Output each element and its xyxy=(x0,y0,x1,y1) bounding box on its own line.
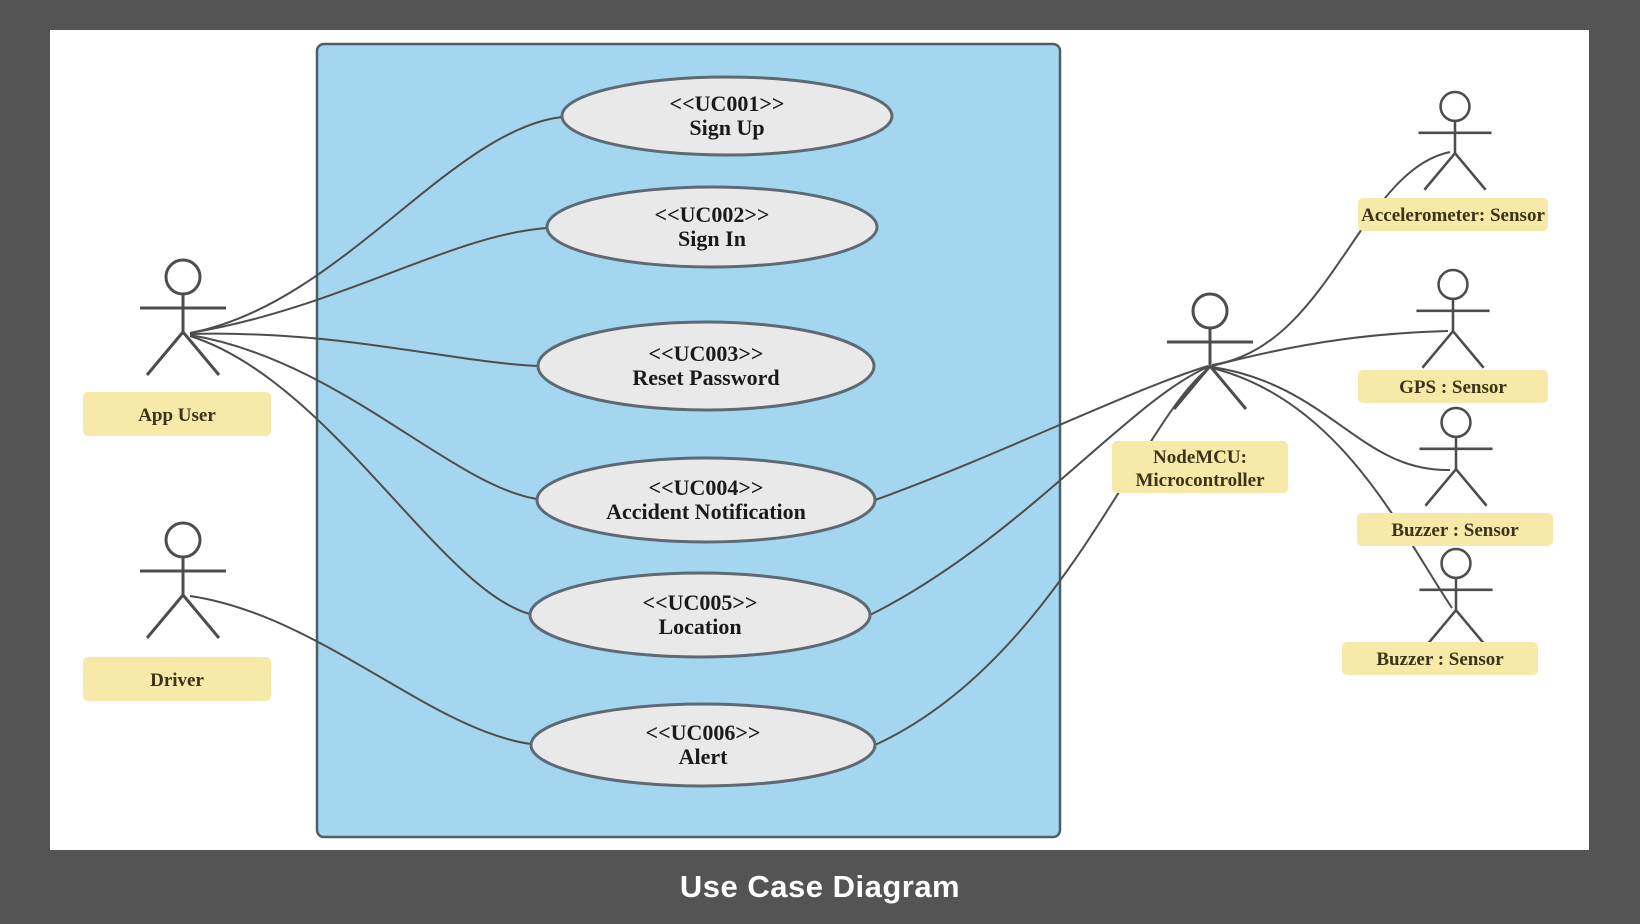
gps-label-text: GPS : Sensor xyxy=(1399,377,1507,398)
actor-label-accelerometer: Accelerometer: Sensor xyxy=(1358,198,1548,231)
uc004-code: <<UC004>> xyxy=(649,475,764,500)
actor-figure-driver-icon xyxy=(138,521,228,640)
actor-figure-buzzer2-icon xyxy=(1418,547,1494,649)
actor-label-gps: GPS : Sensor xyxy=(1358,370,1548,403)
actor-figure-nodemcu-icon xyxy=(1165,292,1255,411)
nodemcu-label-box xyxy=(1112,441,1288,493)
buzzer1-label-text: Buzzer : Sensor xyxy=(1391,520,1519,541)
uc002-name: Sign In xyxy=(678,226,746,251)
app-user-label-box xyxy=(83,392,271,436)
uc003-name: Reset Password xyxy=(632,365,779,390)
use-case-uc002: <<UC002>> Sign In xyxy=(545,185,879,269)
gps-label-box xyxy=(1358,370,1548,403)
actor-figure-accelerometer-icon xyxy=(1417,90,1493,192)
connector-appuser-resetpassword xyxy=(189,332,539,367)
connector-nodemcu-buzzer1 xyxy=(1211,366,1451,472)
connector-nodemcu-accelerometer xyxy=(1211,151,1451,366)
actor-figure-gps-icon xyxy=(1415,268,1491,370)
connector-nodemcu-alert xyxy=(874,367,1210,746)
driver-label-box xyxy=(83,657,271,701)
actor-label-nodemcu: NodeMCU: Microcontroller xyxy=(1112,441,1288,493)
connector-appuser-signup xyxy=(189,116,563,334)
connector-nodemcu-accidentnotification xyxy=(874,365,1209,501)
accelerometer-label-box xyxy=(1358,198,1548,231)
actor-label-buzzer1: Buzzer : Sensor xyxy=(1357,513,1553,546)
use-case-diagram-svg: <<UC001>> Sign Up <<UC002>> Sign In <<UC… xyxy=(83,42,1553,839)
uc006-code: <<UC006>> xyxy=(646,720,761,745)
driver-label-text: Driver xyxy=(150,670,204,691)
diagram-canvas: <<UC001>> Sign Up <<UC002>> Sign In <<UC… xyxy=(50,30,1589,850)
connector-nodemcu-buzzer2 xyxy=(1211,367,1453,609)
uc003-code: <<UC003>> xyxy=(649,341,764,366)
uc001-ellipse xyxy=(560,75,894,157)
uc005-name: Location xyxy=(658,614,741,639)
page-title: Use Case Diagram xyxy=(679,869,961,904)
uc002-code: <<UC002>> xyxy=(655,202,770,227)
uc003-ellipse xyxy=(536,320,876,412)
connector-appuser-signin xyxy=(189,227,548,334)
uc001-name: Sign Up xyxy=(689,115,764,140)
connector-nodemcu-gps xyxy=(1211,330,1449,367)
uc006-name: Alert xyxy=(679,744,729,769)
uc004-name: Accident Notification xyxy=(606,499,806,524)
uc005-ellipse xyxy=(528,571,872,659)
connector-nodemcu-location xyxy=(869,366,1209,616)
accelerometer-label-text: Accelerometer: Sensor xyxy=(1361,205,1545,226)
system-boundary-box xyxy=(315,42,1062,839)
use-case-uc005: <<UC005>> Location xyxy=(528,571,872,659)
actor-figure-app-user-icon xyxy=(138,258,228,377)
actor-figure-buzzer1-icon xyxy=(1418,406,1494,508)
uc006-ellipse xyxy=(529,702,877,788)
use-case-uc001: <<UC001>> Sign Up xyxy=(560,75,894,157)
title-bar: Use Case Diagram xyxy=(0,850,1640,924)
actor-label-app-user: App User xyxy=(83,392,271,436)
uc001-code: <<UC001>> xyxy=(670,91,785,116)
app-user-label-text: App User xyxy=(138,405,216,426)
connector-appuser-accidentnotification xyxy=(189,334,538,500)
actor-label-buzzer2: Buzzer : Sensor xyxy=(1342,642,1538,675)
use-case-uc003: <<UC003>> Reset Password xyxy=(536,320,876,412)
uc004-ellipse xyxy=(535,456,877,544)
nodemcu-label-line2: Microcontroller xyxy=(1135,470,1265,491)
actor-label-driver: Driver xyxy=(83,657,271,701)
connector-appuser-location xyxy=(189,335,531,615)
nodemcu-label-line1: NodeMCU: xyxy=(1153,447,1247,468)
buzzer1-label-box xyxy=(1357,513,1553,546)
buzzer2-label-box xyxy=(1342,642,1538,675)
connector-driver-alert xyxy=(189,595,532,745)
use-case-uc006: <<UC006>> Alert xyxy=(529,702,877,788)
uc005-code: <<UC005>> xyxy=(643,590,758,615)
use-case-uc004: <<UC004>> Accident Notification xyxy=(535,456,877,544)
buzzer2-label-text: Buzzer : Sensor xyxy=(1376,649,1504,670)
uc002-ellipse xyxy=(545,185,879,269)
